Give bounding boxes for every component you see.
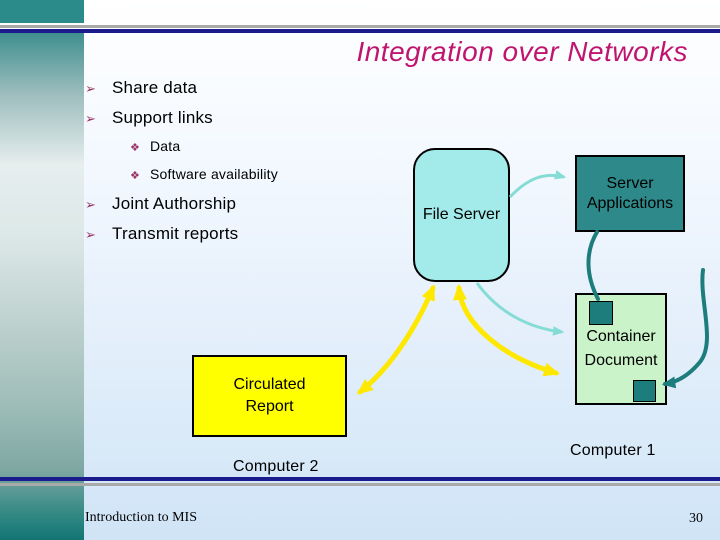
- computer-1-label: Computer 1: [570, 442, 656, 459]
- top-separator-navy: [0, 29, 720, 33]
- embedded-object-icon: [633, 380, 656, 402]
- server-applications-node: Server Applications: [575, 155, 685, 232]
- embedded-object-icon: [589, 301, 613, 325]
- bullet-list: ➢ Share data ➢ Support links ❖ Data ❖ So…: [85, 76, 415, 252]
- arrow-fileserver-to-containerdocument: [475, 282, 565, 336]
- bullet-item: ➢ Joint Authorship: [85, 192, 415, 216]
- sidebar-top-block: [0, 0, 84, 23]
- computer-2-label: Computer 2: [233, 458, 319, 475]
- arrow-fileserver-to-serverapps: [508, 170, 567, 199]
- file-server-node: File Server: [413, 148, 510, 282]
- bullet-item: ➢ Support links: [85, 106, 415, 130]
- circulated-report-node: Circulated Report: [192, 355, 347, 437]
- arrow-bullet-icon: ➢: [85, 197, 97, 212]
- bullet-item-label: Support links: [112, 108, 213, 127]
- arrow-bullet-icon: ➢: [85, 111, 97, 126]
- server-applications-label: Server Applications: [586, 174, 674, 212]
- circulated-report-label: Circulated Report: [233, 376, 306, 415]
- page-number: 30: [689, 511, 703, 526]
- container-document-label: Container Document: [584, 328, 658, 369]
- file-server-label: File Server: [422, 206, 501, 223]
- bullet-item-label: Share data: [112, 78, 198, 97]
- bullet-subitem: ❖ Data: [130, 136, 415, 159]
- bullet-subitem-label: Software availability: [150, 166, 278, 182]
- arrow-bullet-icon: ➢: [85, 227, 97, 242]
- arrow-bullet-icon: ➢: [85, 81, 97, 96]
- bullet-item: ➢ Share data: [85, 76, 415, 100]
- arrow-fileserver-containerdocument: [453, 284, 560, 377]
- container-document-node: Container Document: [575, 293, 667, 405]
- link-serverapps-to-embedded-object: [586, 230, 600, 301]
- footer-separator-navy: [0, 477, 720, 481]
- arrow-fileserver-circulatedreport: [356, 284, 436, 395]
- bullet-item-label: Joint Authorship: [112, 194, 237, 213]
- bullet-subitem-label: Data: [150, 138, 181, 154]
- diamond-bullet-icon: ❖: [130, 142, 141, 154]
- bullet-item: ➢ Transmit reports: [85, 222, 415, 246]
- bullet-subitem: ❖ Software availability: [130, 164, 415, 187]
- diamond-bullet-icon: ❖: [130, 170, 141, 182]
- bullet-item-label: Transmit reports: [112, 224, 239, 243]
- footer-separator-gray: [0, 483, 720, 486]
- footer-title: Introduction to MIS: [85, 510, 197, 525]
- top-separator-gray: [0, 25, 720, 28]
- sidebar-gradient-bar: [0, 33, 84, 540]
- link-right-to-embedded-object: [661, 268, 709, 389]
- slide-title: Integration over Networks: [356, 36, 688, 67]
